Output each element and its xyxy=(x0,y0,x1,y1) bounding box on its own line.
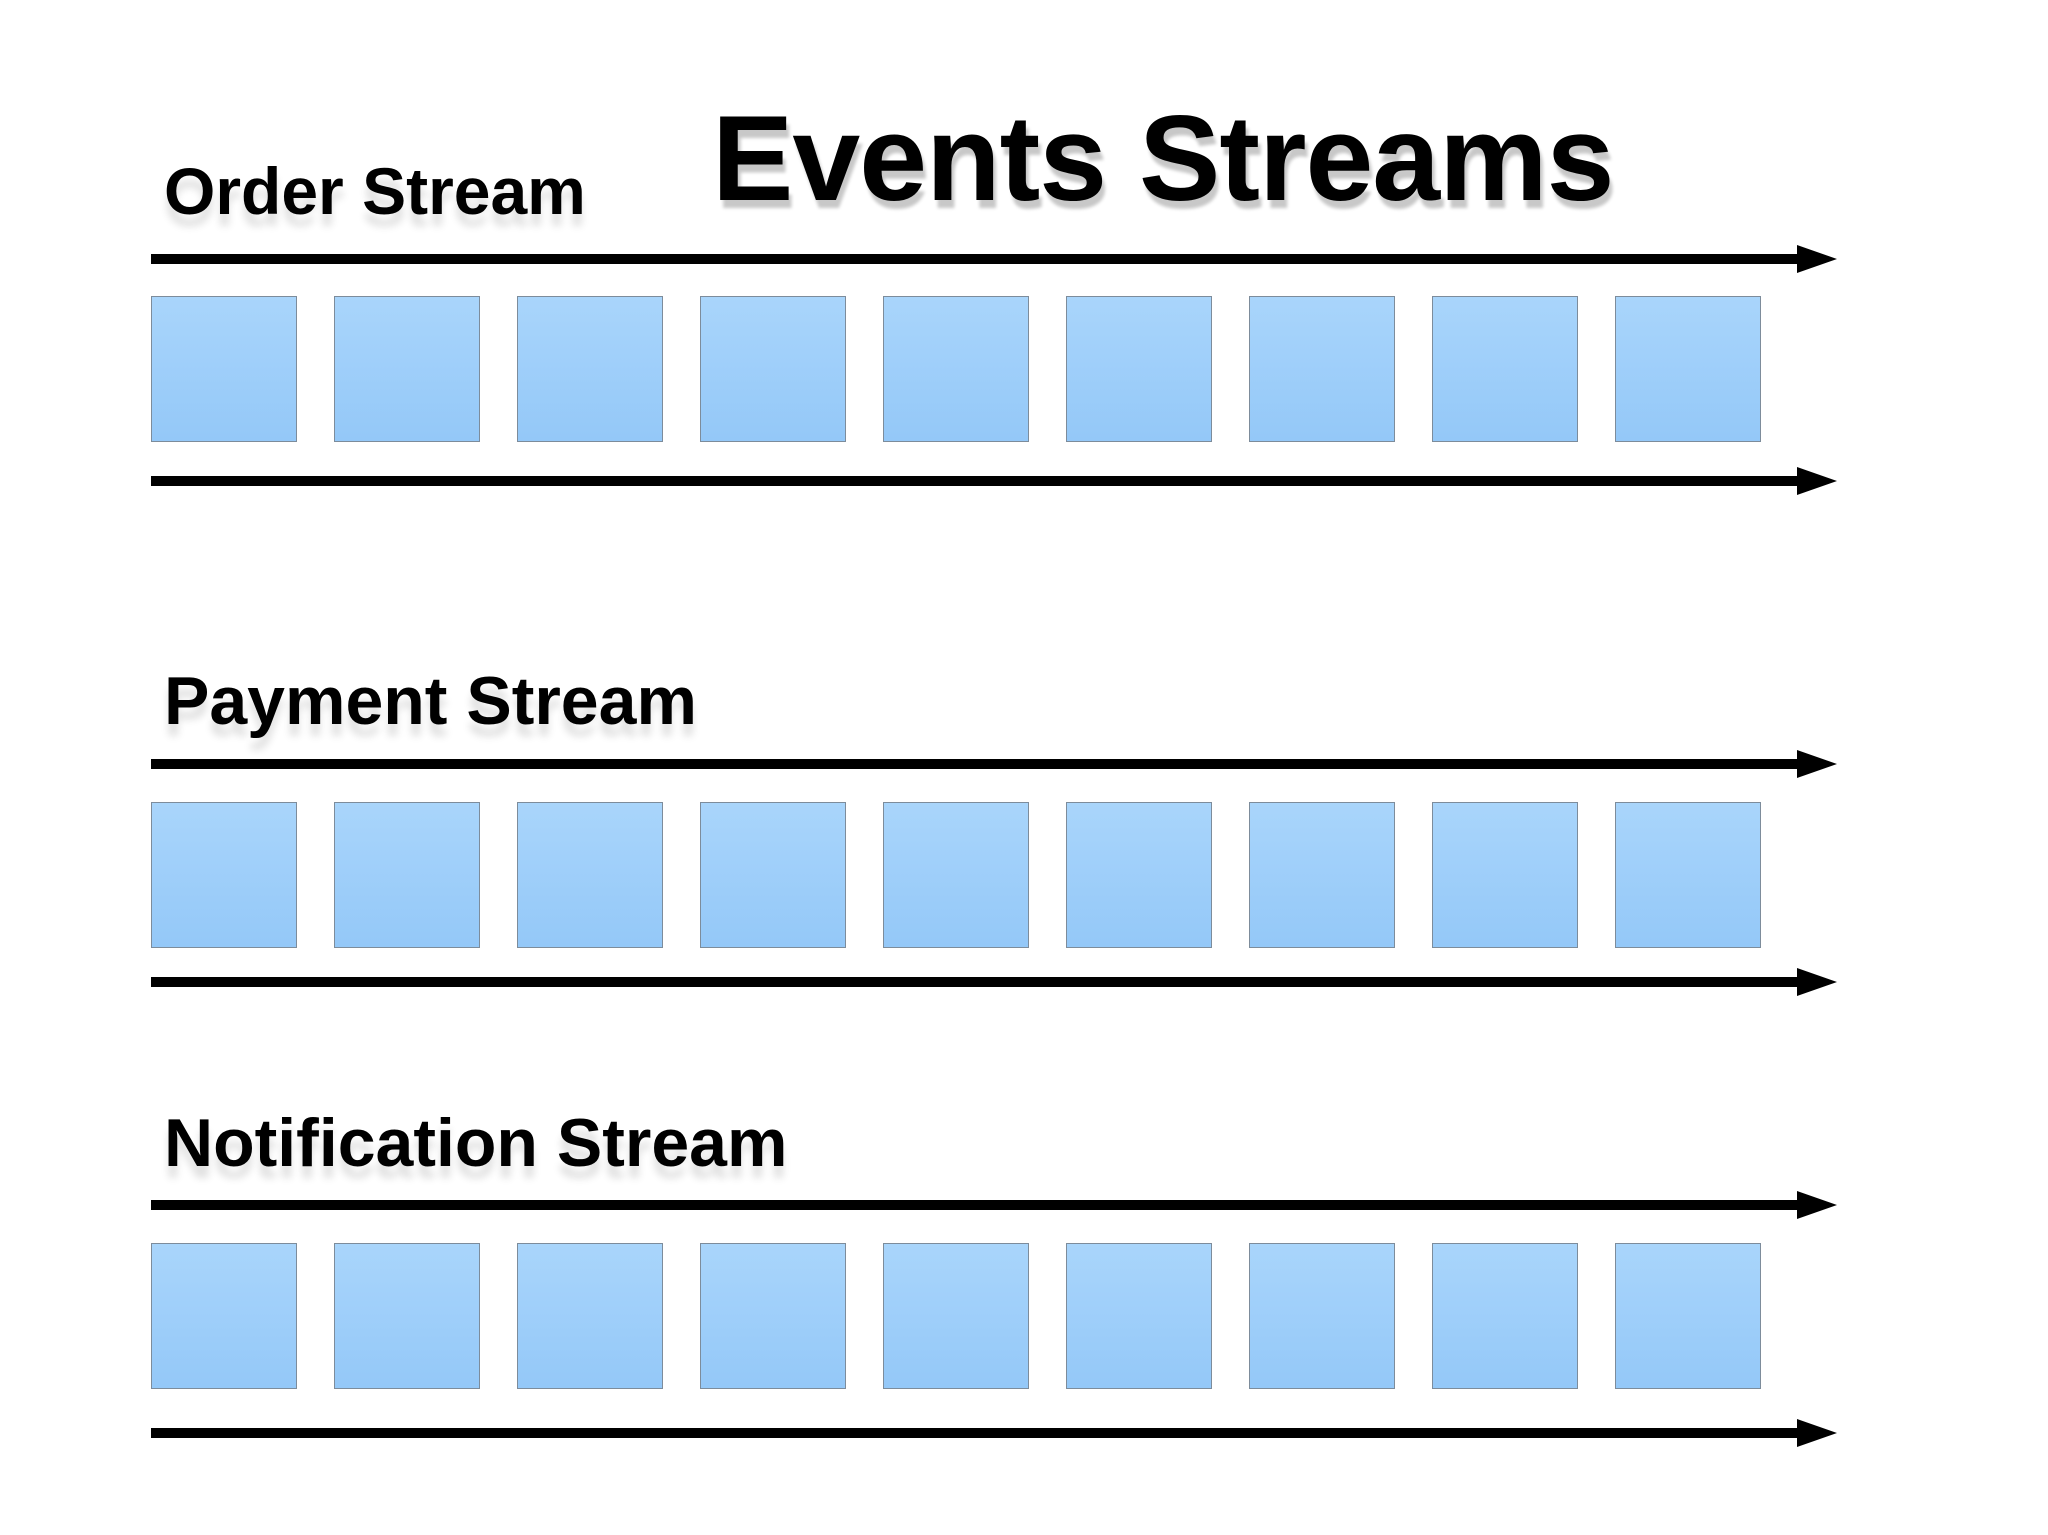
event-squares-row xyxy=(151,296,1761,442)
timeline-arrow-top xyxy=(151,245,1837,273)
timeline-arrow-bottom xyxy=(151,968,1837,996)
arrowhead-icon xyxy=(1797,467,1837,495)
event-square xyxy=(1615,802,1761,948)
arrowhead-icon xyxy=(1797,245,1837,273)
arrow-shaft xyxy=(151,759,1803,769)
diagram-title: Events Streams xyxy=(712,90,1614,226)
arrowhead-icon xyxy=(1797,968,1837,996)
event-square xyxy=(883,296,1029,442)
arrow-shaft xyxy=(151,1428,1803,1438)
event-square xyxy=(517,296,663,442)
arrowhead-icon xyxy=(1797,1419,1837,1447)
event-square xyxy=(1249,1243,1395,1389)
event-square xyxy=(1432,1243,1578,1389)
arrow-shaft xyxy=(151,476,1803,486)
event-squares-row xyxy=(151,1243,1761,1389)
arrow-shaft xyxy=(151,254,1803,264)
stream-label-payment: Payment Stream xyxy=(164,663,697,739)
event-square xyxy=(1249,802,1395,948)
timeline-arrow-bottom xyxy=(151,467,1837,495)
arrow-shaft xyxy=(151,1200,1803,1210)
event-square xyxy=(883,1243,1029,1389)
timeline-arrow-top xyxy=(151,750,1837,778)
event-square xyxy=(700,802,846,948)
event-square xyxy=(517,802,663,948)
event-squares-row xyxy=(151,802,1761,948)
event-square xyxy=(700,1243,846,1389)
event-square xyxy=(334,296,480,442)
event-square xyxy=(151,802,297,948)
arrowhead-icon xyxy=(1797,750,1837,778)
event-square xyxy=(1615,296,1761,442)
arrowhead-icon xyxy=(1797,1191,1837,1219)
event-square xyxy=(334,1243,480,1389)
event-square xyxy=(1432,802,1578,948)
event-square xyxy=(1615,1243,1761,1389)
event-square xyxy=(883,802,1029,948)
event-square xyxy=(517,1243,663,1389)
event-square xyxy=(1249,296,1395,442)
event-square xyxy=(1066,296,1212,442)
arrow-shaft xyxy=(151,977,1803,987)
stream-label-order: Order Stream xyxy=(164,154,586,228)
event-square xyxy=(1432,296,1578,442)
timeline-arrow-bottom xyxy=(151,1419,1837,1447)
event-square xyxy=(1066,802,1212,948)
event-square xyxy=(1066,1243,1212,1389)
timeline-arrow-top xyxy=(151,1191,1837,1219)
event-square xyxy=(700,296,846,442)
stream-label-notification: Notification Stream xyxy=(164,1105,788,1181)
event-square xyxy=(151,1243,297,1389)
event-square xyxy=(334,802,480,948)
event-square xyxy=(151,296,297,442)
